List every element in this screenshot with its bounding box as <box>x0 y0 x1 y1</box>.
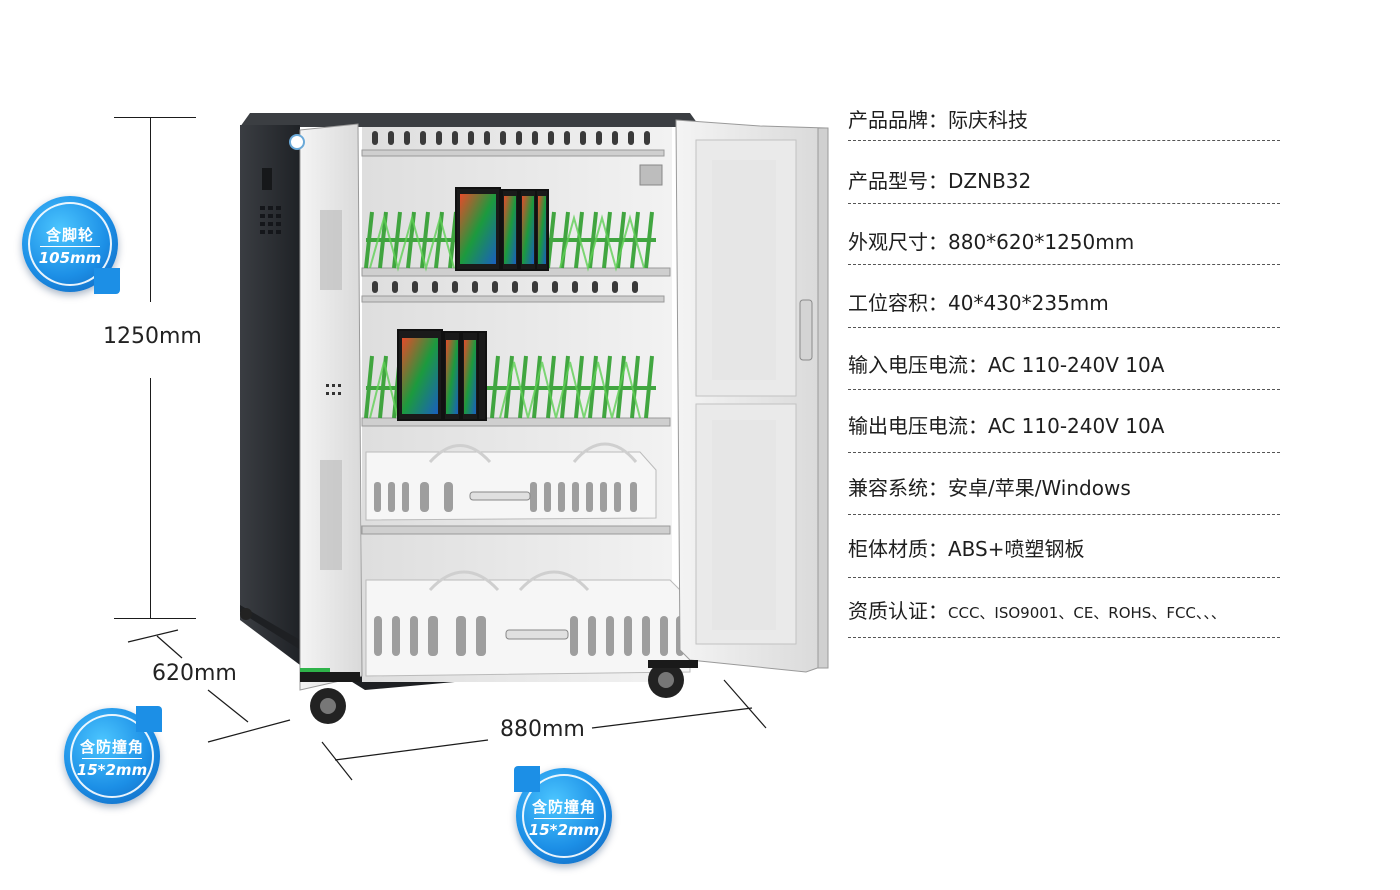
spec-label: 产品品牌： <box>848 108 948 132</box>
spec-output-power: 输出电压电流：AC 110-240V 10A <box>848 410 1280 471</box>
caster-badge-title: 含脚轮 <box>45 226 94 244</box>
height-dim-line-lower <box>150 378 151 618</box>
caster-badge-value: 105mm <box>38 249 102 267</box>
height-dim-top-tick <box>114 117 196 118</box>
spec-label: 柜体材质： <box>848 537 948 561</box>
spec-label: 外观尺寸： <box>848 230 948 254</box>
spec-value: DZNB32 <box>948 169 1032 193</box>
spec-label: 资质认证： <box>848 599 948 623</box>
caster-height-badge: 含脚轮 105mm <box>22 196 120 294</box>
spec-compatibility: 兼容系统：安卓/苹果/Windows <box>848 472 1280 533</box>
bumper-badge-left-title: 含防撞角 <box>79 738 144 756</box>
spec-value: ABS+喷塑钢板 <box>948 537 1085 561</box>
spec-value: 40*430*235mm <box>948 291 1109 315</box>
height-dim-line-upper <box>150 117 151 302</box>
spec-value: 际庆科技 <box>948 108 1028 132</box>
bumper-badge-bottom: 含防撞角 15*2mm <box>514 766 612 864</box>
bumper-badge-bottom-value: 15*2mm <box>528 821 600 839</box>
spec-label: 输入电压电流： <box>848 353 988 377</box>
spec-label: 产品型号： <box>848 169 948 193</box>
spec-material: 柜体材质：ABS+喷塑钢板 <box>848 533 1280 594</box>
spec-label: 工位容积： <box>848 291 948 315</box>
spec-brand: 产品品牌：际庆科技 <box>848 104 1280 165</box>
spec-value: AC 110-240V 10A <box>988 353 1165 377</box>
spec-value: AC 110-240V 10A <box>988 414 1165 438</box>
spec-certifications: 资质认证：CCC、ISO9001、CE、ROHS、FCC、、、 <box>848 595 1280 656</box>
spec-slot-volume: 工位容积：40*430*235mm <box>848 287 1280 348</box>
bumper-badge-left-value: 15*2mm <box>76 761 148 779</box>
depth-dim-label: 620mm <box>152 661 237 686</box>
spec-value: CCC、ISO9001、CE、ROHS、FCC、、、 <box>948 604 1226 622</box>
spec-value: 880*620*1250mm <box>948 230 1135 254</box>
spec-label: 输出电压电流： <box>848 414 988 438</box>
bumper-badge-bottom-title: 含防撞角 <box>531 798 596 816</box>
bumper-badge-left: 含防撞角 15*2mm <box>64 706 162 804</box>
height-dim-bottom-tick <box>114 618 196 619</box>
spec-label: 兼容系统： <box>848 476 948 500</box>
height-dim-label: 1250mm <box>103 324 202 349</box>
spec-input-power: 输入电压电流：AC 110-240V 10A <box>848 349 1280 410</box>
spec-model: 产品型号：DZNB32 <box>848 165 1280 226</box>
spec-dimensions: 外观尺寸：880*620*1250mm <box>848 226 1280 287</box>
width-dim-label: 880mm <box>500 717 585 742</box>
spec-value: 安卓/苹果/Windows <box>948 476 1131 500</box>
